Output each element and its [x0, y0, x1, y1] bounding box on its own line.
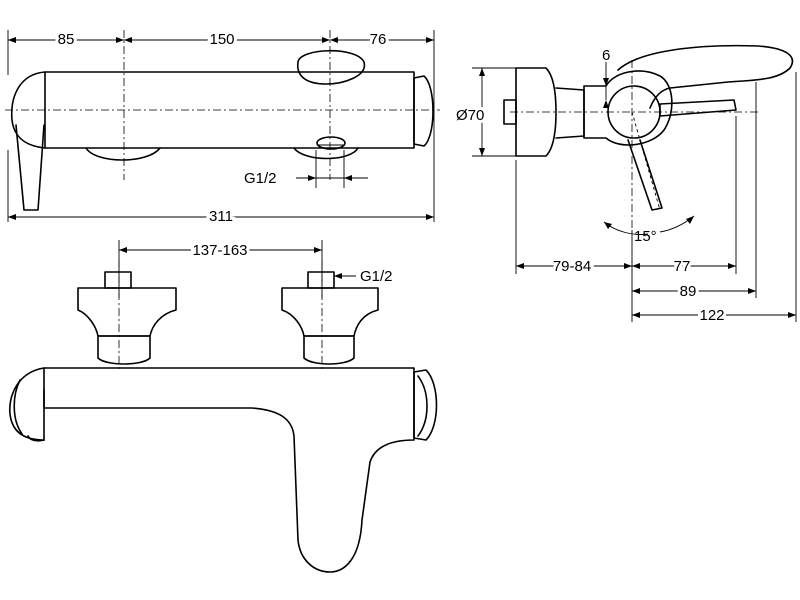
top-view-outlet [316, 136, 346, 150]
dimension-label-89: 89 [680, 283, 697, 300]
top-view-diverter-knob [297, 49, 366, 85]
front-view-left-cap [8, 367, 45, 441]
thread-label-top: G1/2 [244, 170, 277, 187]
dimension-label-6: 6 [602, 47, 610, 64]
front-view-right-nut [303, 335, 355, 365]
side-view-hanging-handle [627, 139, 663, 211]
top-view-inlet-right [293, 147, 359, 160]
top-view-left-lever [15, 124, 45, 211]
front-view: 137-163 G1/2 [8, 239, 438, 573]
dimension-label-85: 85 [58, 31, 75, 48]
side-view-lever [617, 44, 794, 109]
dimension-label-angle-15: 15° [634, 228, 657, 245]
front-view-left-nozzle [104, 271, 132, 289]
top-view: 85 150 76 G1/2 311 [5, 28, 440, 228]
dimension-label-122: 122 [699, 307, 724, 324]
front-view-right-nozzle [307, 271, 335, 289]
dimension-label-79-84: 79-84 [553, 258, 591, 275]
dimension-label-77: 77 [674, 258, 691, 275]
dimension-label-150: 150 [209, 31, 234, 48]
front-view-left-nut [97, 335, 151, 365]
dimension-label-137-163: 137-163 [192, 242, 247, 259]
side-view-flange [515, 67, 557, 157]
side-view: 6 Ø70 15° 79-84 77 89 [453, 44, 797, 327]
front-view-left-escutcheon [77, 287, 177, 337]
top-view-left-handle [10, 71, 46, 149]
side-view-body [583, 70, 673, 146]
top-view-right-cap [413, 75, 434, 147]
front-view-right-cap [413, 369, 438, 441]
dimension-label-311: 311 [209, 208, 233, 225]
dimension-label-diameter-70: Ø70 [456, 107, 484, 124]
front-view-right-escutcheon [281, 287, 379, 337]
top-view-body [44, 71, 415, 149]
front-view-body [43, 367, 415, 573]
thread-label-bottom: G1/2 [360, 268, 393, 285]
dimension-label-76: 76 [370, 31, 387, 48]
top-view-inlet-left [85, 147, 161, 161]
